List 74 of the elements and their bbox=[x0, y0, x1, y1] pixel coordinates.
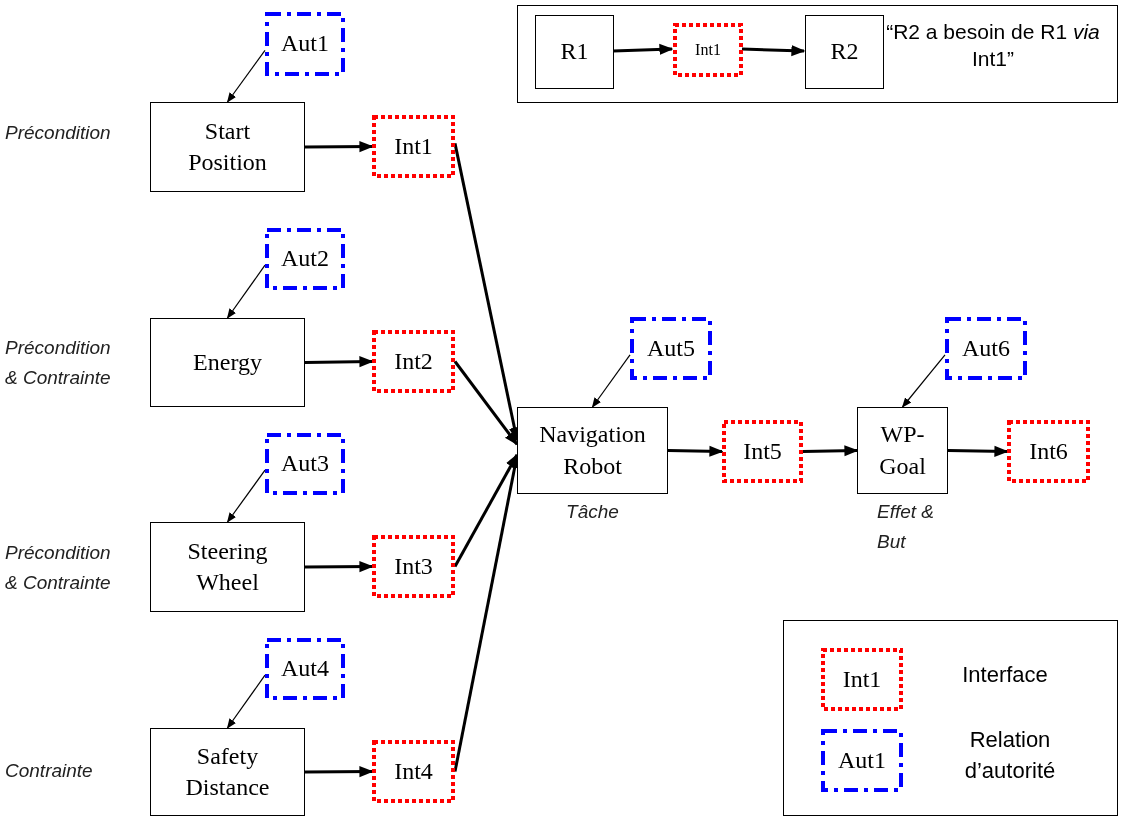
authority-box bbox=[821, 729, 903, 792]
example-panel bbox=[517, 5, 1118, 103]
resource-box bbox=[535, 15, 614, 89]
box-label: Int1 bbox=[394, 131, 433, 161]
arrow bbox=[741, 45, 806, 57]
arrow bbox=[226, 49, 266, 103]
authority-box bbox=[945, 317, 1027, 380]
legend-label: Interface bbox=[961, 661, 1049, 689]
authority-box bbox=[265, 12, 345, 76]
arrow bbox=[612, 43, 674, 55]
arrow bbox=[304, 356, 374, 368]
node-caption: Contrainte bbox=[5, 759, 94, 783]
arrow bbox=[453, 453, 519, 568]
arrow bbox=[305, 141, 374, 153]
resource-box bbox=[150, 318, 305, 407]
resource-box bbox=[150, 102, 305, 192]
box-label: Int5 bbox=[743, 436, 782, 466]
resource-box bbox=[517, 407, 668, 494]
authority-box bbox=[265, 433, 345, 495]
resource-box bbox=[805, 15, 884, 89]
box-label: Steering Wheel bbox=[186, 536, 269, 597]
box-label: R1 bbox=[560, 37, 589, 67]
node-caption: Précondition & Contrainte bbox=[5, 541, 112, 596]
arrow bbox=[947, 445, 1009, 457]
interface-box bbox=[673, 23, 743, 77]
box-label: Int4 bbox=[394, 756, 433, 786]
arrow bbox=[802, 445, 859, 457]
arrow bbox=[901, 354, 946, 408]
interface-box bbox=[372, 330, 455, 393]
arrow bbox=[305, 561, 374, 573]
resource-box bbox=[150, 728, 305, 816]
arrow bbox=[226, 674, 266, 729]
box-label: Int1 bbox=[842, 664, 882, 694]
interface-box bbox=[372, 535, 455, 598]
interface-box bbox=[372, 740, 455, 803]
box-label: Aut1 bbox=[838, 745, 886, 775]
authority-box bbox=[265, 638, 345, 700]
box-label: Safety Distance bbox=[184, 741, 271, 802]
box-label: Int6 bbox=[1029, 436, 1068, 466]
box-label: Int1 bbox=[695, 39, 721, 60]
box-label: Aut4 bbox=[281, 654, 329, 684]
box-label: Aut6 bbox=[962, 333, 1010, 363]
quote-text: “R2 a besoin de R1 via Int1” bbox=[885, 19, 1101, 73]
node-caption: Précondition bbox=[5, 121, 112, 145]
box-label: R2 bbox=[830, 37, 859, 67]
box-label: Navigation Robot bbox=[538, 420, 647, 481]
box-label: Int3 bbox=[394, 551, 433, 581]
interface-box bbox=[1007, 420, 1090, 483]
arrow bbox=[591, 354, 631, 408]
legend-panel bbox=[783, 620, 1118, 816]
box-label: Aut5 bbox=[647, 333, 695, 363]
box-label: Energy bbox=[193, 347, 262, 377]
arrow bbox=[453, 360, 519, 446]
interface-box bbox=[372, 115, 455, 178]
node-caption: Effet & But bbox=[877, 500, 935, 555]
arrow bbox=[305, 766, 374, 778]
resource-box bbox=[150, 522, 305, 612]
box-label: Aut3 bbox=[281, 449, 329, 479]
arrow bbox=[226, 469, 266, 523]
box-label: Aut2 bbox=[281, 244, 329, 274]
box-label: Int2 bbox=[394, 346, 433, 376]
authority-box bbox=[265, 228, 345, 290]
box-label: WP- Goal bbox=[878, 420, 927, 481]
arrow bbox=[226, 264, 266, 319]
node-caption: Précondition & Contrainte bbox=[5, 336, 112, 391]
arrow bbox=[667, 445, 724, 457]
interface-box bbox=[821, 648, 903, 711]
node-caption: Tâche bbox=[565, 500, 620, 524]
resource-box bbox=[857, 407, 948, 494]
box-label: Start Position bbox=[187, 116, 268, 177]
interface-box bbox=[722, 420, 803, 483]
authority-box bbox=[630, 317, 712, 380]
box-label: Aut1 bbox=[281, 29, 329, 59]
legend-label: Relation d’autorité bbox=[963, 726, 1057, 785]
